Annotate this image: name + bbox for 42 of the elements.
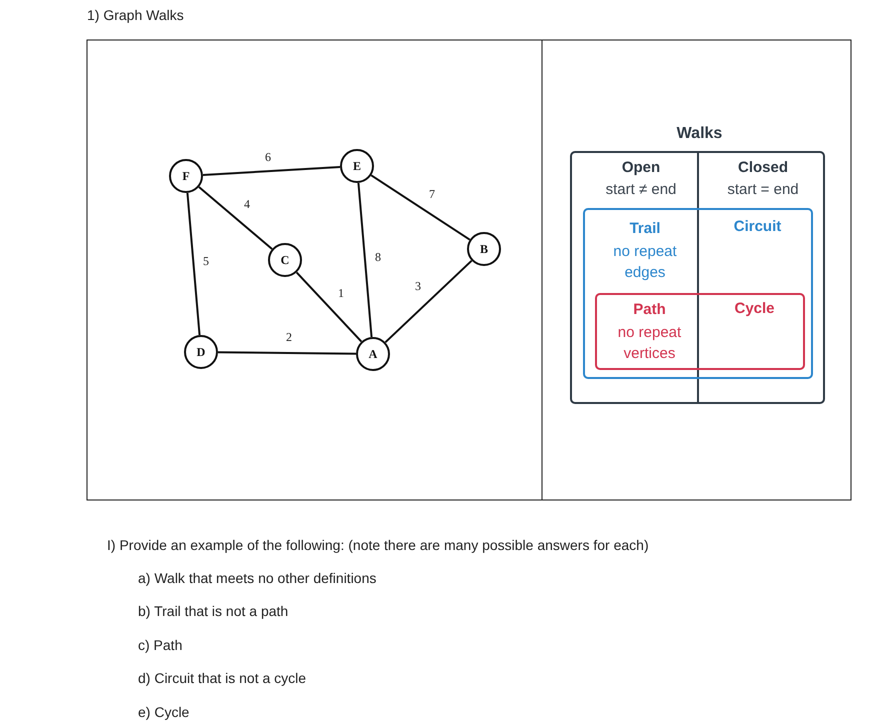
question-item: d) Circuit that is not a cycle xyxy=(138,670,306,686)
vertex-circle: A xyxy=(356,337,390,371)
question-item: a) Walk that meets no other definitions xyxy=(138,570,376,586)
category-heading: Cycle xyxy=(733,299,776,319)
edge-weight: 1 xyxy=(337,287,345,300)
category-heading: Circuit xyxy=(732,217,782,237)
edge-weight: 2 xyxy=(285,331,293,344)
vertex-circle: F xyxy=(169,159,203,193)
vertex-circle: C xyxy=(268,243,302,277)
category-heading: Path xyxy=(632,300,667,320)
edge-weight: 3 xyxy=(414,280,422,293)
graph-edge xyxy=(357,182,373,338)
graph-edge xyxy=(186,192,201,336)
graph-edge xyxy=(198,186,273,250)
graph-edge xyxy=(202,166,340,176)
graph-edge xyxy=(296,272,362,342)
heading: 1) Graph Walks xyxy=(87,7,184,23)
category-heading: Trail xyxy=(628,219,662,239)
graph-edge xyxy=(218,351,356,355)
question-text: I) Provide an example of the following: (note there are many possible answers for each) xyxy=(107,537,649,553)
question-item: c) Path xyxy=(138,637,182,653)
category-heading: Open xyxy=(620,158,662,178)
definition-text: start = end xyxy=(726,180,800,200)
graph-edge xyxy=(370,174,470,241)
question-item: b) Trail that is not a path xyxy=(138,603,288,619)
trail-region xyxy=(583,208,813,379)
definition-text: start ≠ end xyxy=(604,180,678,200)
graph-edge xyxy=(384,260,472,344)
edge-weight: 4 xyxy=(243,198,251,211)
edge-weight: 5 xyxy=(202,255,210,268)
edge-weight: 8 xyxy=(374,251,382,264)
path-region xyxy=(595,293,805,370)
edge-weight: 6 xyxy=(264,151,272,164)
vertex-circle: E xyxy=(340,149,374,183)
definition-text: no repeat edges xyxy=(612,242,678,283)
definition-text: no repeat vertices xyxy=(616,323,682,364)
category-heading: Walks xyxy=(676,124,724,144)
question-item: e) Cycle xyxy=(138,704,190,720)
category-heading: Closed xyxy=(736,158,789,178)
vertex-circle: D xyxy=(184,335,218,369)
edge-weight: 7 xyxy=(428,188,436,201)
vertex-circle: B xyxy=(467,232,501,266)
